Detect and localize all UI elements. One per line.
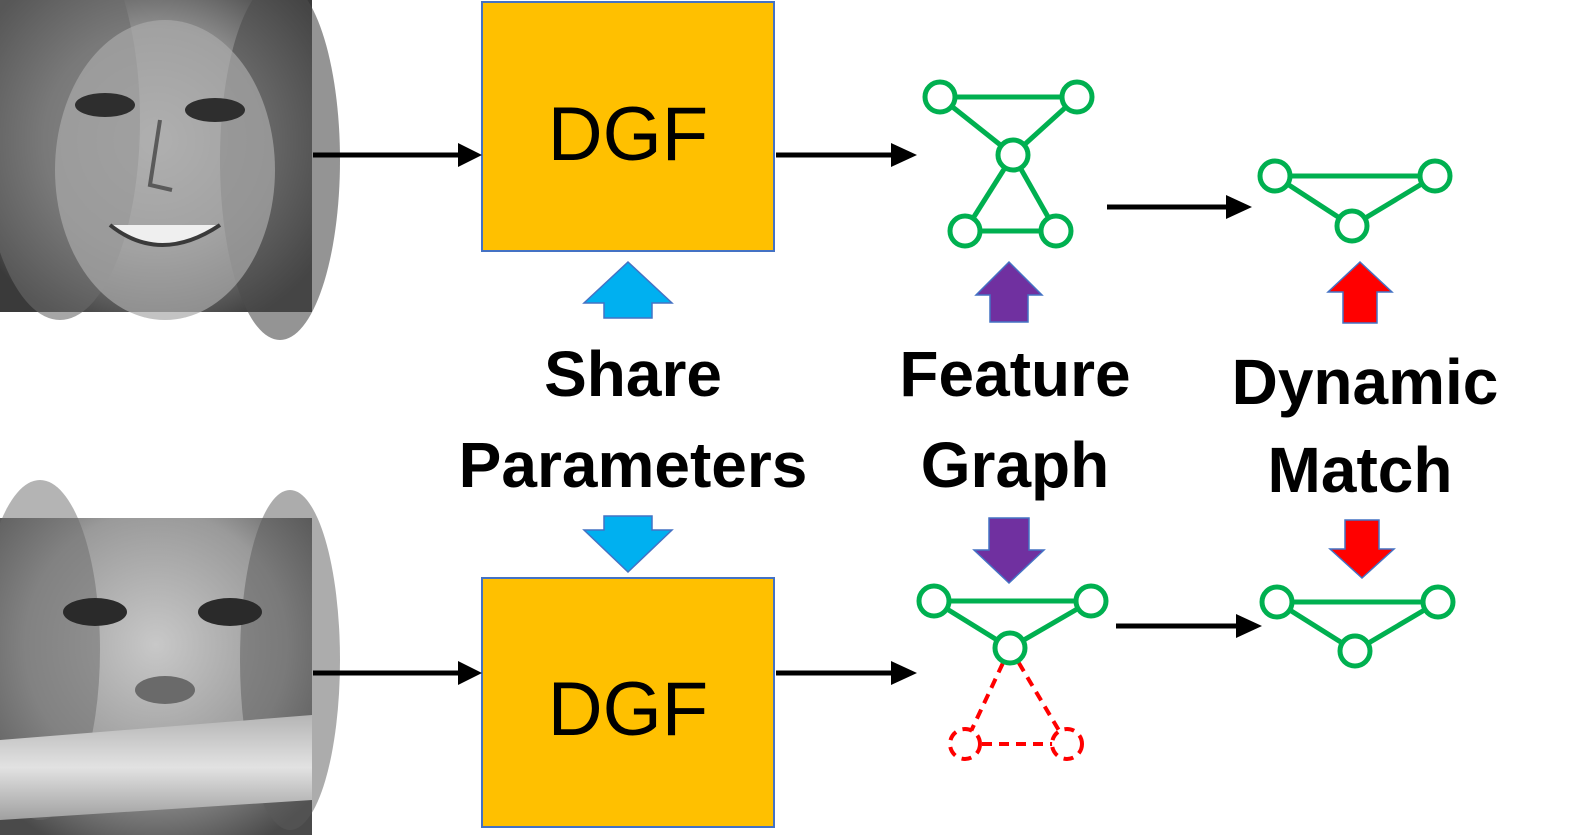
arrow-graph-to-match-bottom — [1116, 614, 1262, 638]
matched-graph-bottom — [1259, 584, 1456, 669]
graph-node — [947, 213, 983, 249]
face-photo-top — [0, 0, 340, 340]
occluded-subgraph-bottom — [948, 646, 1084, 761]
matched-graph-top — [1257, 158, 1453, 244]
graph-node — [1337, 633, 1373, 669]
red-down-arrow — [1328, 519, 1396, 580]
dynamic-label-line2: Match — [1268, 434, 1453, 506]
graph-node — [995, 137, 1031, 173]
share-label-line2: Parameters — [459, 429, 808, 501]
graph-node — [1259, 584, 1295, 620]
feature-graph-top — [922, 79, 1095, 249]
arrow-face-to-dgf-bottom — [313, 661, 482, 685]
purple-down-arrow — [972, 517, 1046, 585]
graph-node — [1420, 584, 1456, 620]
feature-label-line1: Feature — [899, 338, 1130, 410]
occluded-face-photo-bottom — [0, 480, 340, 835]
arrow-face-to-dgf-top — [313, 143, 482, 167]
graph-node — [1417, 158, 1453, 194]
feature-label-line2: Graph — [921, 429, 1109, 501]
dgf-box-bottom: DGF — [481, 577, 775, 828]
red-up-arrow — [1326, 260, 1394, 324]
graph-node — [1257, 158, 1293, 194]
blue-up-arrow — [582, 260, 674, 319]
share-label-line1: Share — [544, 338, 722, 410]
purple-up-arrow — [974, 260, 1044, 323]
dynamic-label-line1: Dynamic — [1232, 346, 1499, 418]
graph-node — [992, 630, 1028, 666]
arrow-dgf-to-graph-top — [776, 143, 917, 167]
blue-down-arrow — [582, 515, 674, 574]
feature-graph-bottom — [916, 583, 1109, 666]
occluded-node — [1050, 727, 1084, 761]
graph-node — [922, 79, 958, 115]
tape-occlusion — [0, 715, 312, 820]
dgf-label-top: DGF — [548, 92, 708, 177]
arrow-dgf-to-graph-bottom — [776, 661, 917, 685]
graph-node — [1059, 79, 1095, 115]
arrow-graph-to-match-top — [1107, 195, 1252, 219]
graph-node — [916, 583, 952, 619]
dgf-box-top: DGF — [481, 1, 775, 252]
graph-node — [1038, 213, 1074, 249]
dgf-label-bottom: DGF — [548, 667, 708, 752]
graph-node — [1073, 583, 1109, 619]
graph-node — [1334, 208, 1370, 244]
occluded-node — [948, 727, 982, 761]
